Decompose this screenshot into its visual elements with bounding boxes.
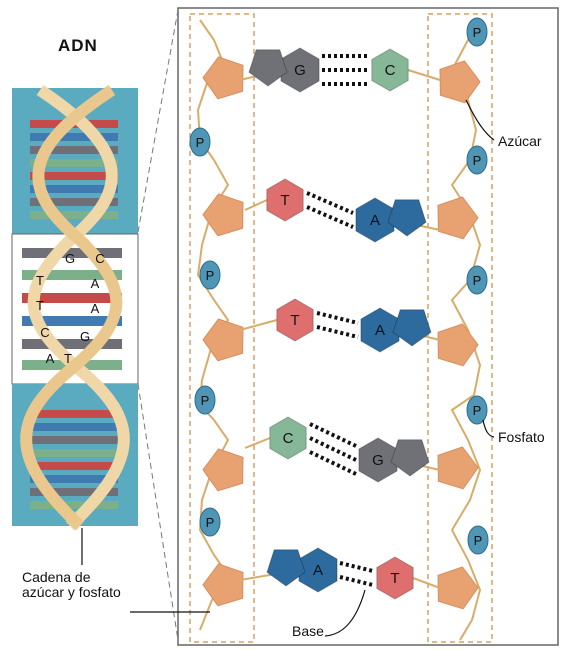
base-A-left: A bbox=[267, 548, 337, 592]
helix-rung bbox=[30, 436, 118, 444]
helix-letter-T: T bbox=[64, 351, 72, 366]
phosphate-letter: P bbox=[201, 393, 210, 408]
base-letter-T: T bbox=[280, 192, 289, 209]
sugar-pentagon bbox=[438, 567, 478, 609]
phosphate-letter: P bbox=[206, 515, 215, 530]
phosphate-letter: P bbox=[196, 135, 205, 150]
helix-letter-A: A bbox=[46, 351, 55, 366]
sugar-phosphate-chain-label: Cadena de azúcar y fosfato bbox=[22, 570, 152, 600]
base-letter-T: T bbox=[390, 570, 399, 587]
phosphate-letter: P bbox=[473, 153, 482, 168]
cadena-line-1: Cadena de bbox=[22, 570, 152, 585]
hydrogen-bond bbox=[317, 313, 358, 323]
phosphate-letter: P bbox=[206, 268, 215, 283]
zoom-line-bottom bbox=[138, 384, 178, 640]
base-C-left: C bbox=[270, 417, 306, 459]
helix-letter-G: G bbox=[65, 251, 75, 266]
helix-rung bbox=[30, 462, 118, 470]
phosphate-letter: P bbox=[473, 273, 482, 288]
sugar-pentagon bbox=[438, 324, 478, 366]
base-letter-A: A bbox=[375, 322, 385, 339]
dna-title: ADN bbox=[58, 38, 98, 53]
hydrogen-bond bbox=[340, 563, 373, 571]
base-leader bbox=[325, 590, 365, 636]
phosphate-label: Fosfato bbox=[498, 430, 545, 445]
sugar-pentagon bbox=[438, 447, 478, 489]
base-T-right: T bbox=[377, 557, 413, 599]
phosphate-letter: P bbox=[474, 533, 483, 548]
base-letter-G: G bbox=[372, 452, 384, 469]
sugar-pentagon bbox=[440, 61, 480, 103]
cadena-line-2: azúcar y fosfato bbox=[22, 585, 152, 600]
base-letter-G: G bbox=[294, 62, 306, 79]
helix-rung bbox=[30, 410, 118, 418]
zoom-line-top bbox=[138, 10, 178, 232]
helix-rung bbox=[30, 501, 118, 509]
base-T-left: T bbox=[267, 179, 303, 221]
sugar-label: Azúcar bbox=[498, 134, 542, 149]
hydrogen-bond bbox=[317, 327, 358, 337]
helix-rung bbox=[30, 423, 118, 431]
base-C-right: C bbox=[372, 49, 408, 91]
sugar-pentagon bbox=[203, 57, 243, 99]
base-label: Base bbox=[292, 624, 324, 639]
base-sugar-link bbox=[245, 438, 270, 448]
base-T-left: T bbox=[277, 299, 313, 341]
base-sugar-link bbox=[413, 578, 440, 588]
helix-letter-G: G bbox=[80, 329, 90, 344]
helix-rung bbox=[30, 449, 118, 457]
base-G-right: G bbox=[359, 438, 429, 482]
base-sugar-link bbox=[240, 320, 277, 330]
helix-letter-T: T bbox=[36, 298, 44, 313]
base-sugar-link bbox=[408, 70, 440, 80]
helix-letter-A: A bbox=[91, 301, 100, 316]
sugar-pentagon bbox=[203, 449, 243, 491]
base-sugar-link bbox=[245, 200, 267, 210]
base-letter-A: A bbox=[370, 212, 380, 229]
hydrogen-bond bbox=[340, 577, 373, 585]
base-G-left: G bbox=[249, 48, 319, 92]
base-A-right: A bbox=[361, 308, 431, 352]
phosphate-letter: P bbox=[473, 25, 482, 40]
base-letter-C: C bbox=[283, 430, 294, 447]
base-letter-A: A bbox=[313, 562, 323, 579]
sugar-pentagon bbox=[438, 197, 478, 239]
helix-letter-T: T bbox=[36, 273, 44, 288]
helix-letter-A: A bbox=[91, 276, 100, 291]
base-A-right: A bbox=[356, 198, 426, 242]
base-letter-T: T bbox=[290, 312, 299, 329]
phosphate-letter: P bbox=[473, 403, 482, 418]
base-letter-C: C bbox=[385, 62, 396, 79]
helix-letter-C: C bbox=[95, 251, 104, 266]
sugar-pentagon bbox=[203, 564, 243, 606]
sugar-pentagon bbox=[203, 194, 243, 236]
helix-letter-C: C bbox=[40, 325, 49, 340]
